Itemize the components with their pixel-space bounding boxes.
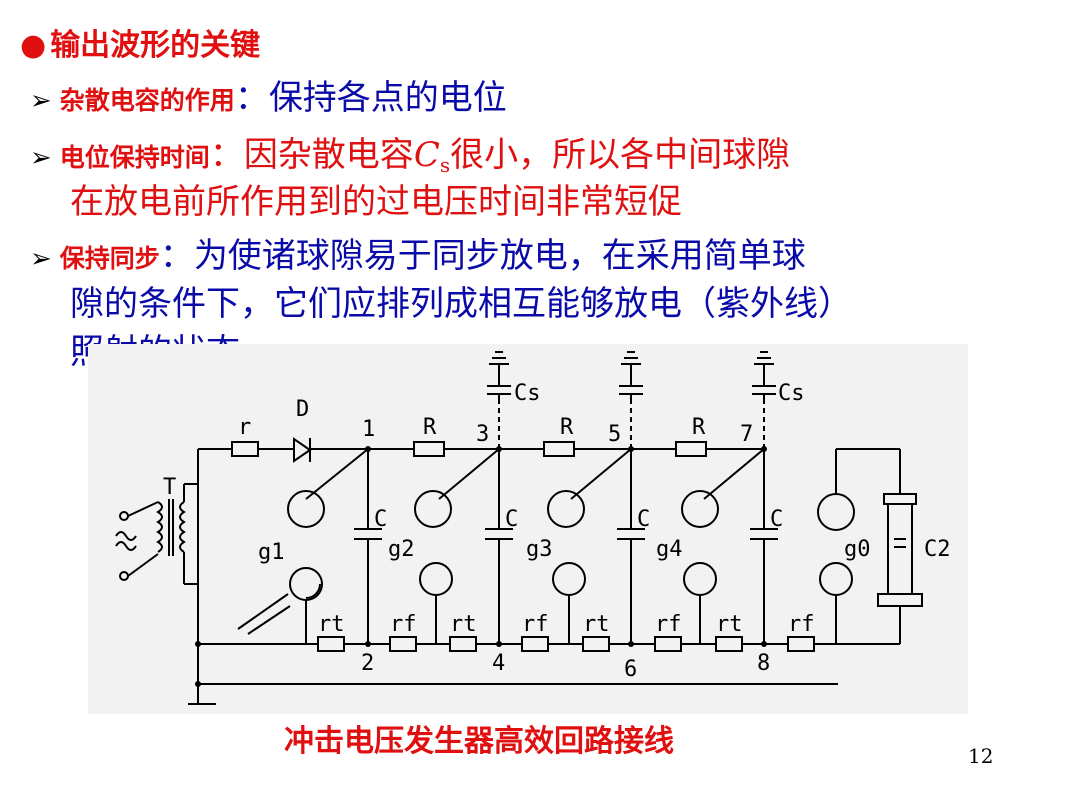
label-R3: R (692, 415, 706, 440)
label-rt-2: rt (450, 612, 477, 637)
label-r: r (238, 415, 251, 440)
label-Cs-1: Cs (514, 381, 541, 406)
label-rf-1: rf (390, 612, 417, 637)
label-g1: g1 (258, 540, 285, 565)
bullet-text-post: 很小，所以各中间球隙 (450, 135, 791, 175)
label-C2: C2 (924, 537, 951, 562)
label-node-4: 4 (492, 651, 505, 676)
label-rt-1: rt (318, 612, 345, 637)
arrow-bullet-icon: ➢ (30, 244, 52, 274)
red-bullet-icon: ● (20, 28, 47, 63)
label-D: D (296, 397, 309, 422)
label-node-3: 3 (476, 422, 489, 447)
bullet-text-pre: 因杂散电容 (243, 135, 414, 175)
cs-symbol: C (413, 135, 440, 175)
arrow-bullet-icon: ➢ (30, 143, 52, 173)
label-node-1: 1 (362, 417, 375, 442)
label-C4: C (770, 507, 783, 532)
bullet-continuation: 隙的条件下，它们应排列成相互能够放电（紫外线） (70, 284, 852, 324)
page-number: 12 (968, 744, 994, 768)
bullet-label: 电位保持时间 (59, 143, 210, 172)
label-R2: R (560, 415, 574, 440)
label-node-5: 5 (608, 422, 621, 447)
slide-heading: ●输出波形的关键 (20, 20, 260, 64)
bullet-text: 保持各点的电位 (268, 78, 507, 118)
figure-caption: 冲击电压发生器高效回路接线 (284, 724, 674, 759)
label-C2-stage: C (505, 507, 518, 532)
arrow-bullet-icon: ➢ (30, 86, 52, 116)
label-rf-2: rf (522, 612, 549, 637)
bullet-stray-capacitance: ➢杂散电容的作用：保持各点的电位 (30, 70, 507, 119)
bullet-label: 保持同步 (59, 244, 160, 273)
circuit-diagram: T r D 1 R 3 R 5 R 7 Cs Cs C C C C g1 g2 … (88, 344, 968, 714)
bullet-sync: ➢保持同步：为使诸球隙易于同步放电，在采用简单球 (30, 228, 806, 277)
bullet-hold-time: ➢电位保持时间：因杂散电容Cs很小，所以各中间球隙 (30, 127, 790, 177)
bullet-sep: ： (234, 78, 269, 118)
label-rf-3: rf (655, 612, 682, 637)
label-node-8: 8 (757, 651, 770, 676)
heading-text: 输出波形的关键 (50, 28, 261, 63)
label-rt-3: rt (583, 612, 610, 637)
label-C1: C (374, 507, 387, 532)
label-node-2: 2 (361, 651, 374, 676)
label-rf-4: rf (788, 612, 815, 637)
label-rt-4: rt (716, 612, 743, 637)
cs-subscript: s (439, 153, 451, 177)
label-R1: R (423, 415, 437, 440)
label-g3: g3 (526, 537, 553, 562)
bullet-sep: ： (159, 236, 194, 276)
bullet-continuation: 在放电前所作用到的过电压时间非常短促 (70, 182, 682, 222)
label-Cs-2: Cs (778, 381, 805, 406)
label-g2: g2 (388, 537, 415, 562)
label-g0: g0 (844, 537, 871, 562)
label-node-7: 7 (740, 422, 753, 447)
bullet-text: 为使诸球隙易于同步放电，在采用简单球 (193, 236, 806, 276)
label-node-6: 6 (624, 657, 637, 682)
label-T: T (163, 475, 176, 500)
bullet-label: 杂散电容的作用 (59, 86, 235, 115)
label-g4: g4 (656, 537, 683, 562)
label-C3: C (637, 507, 650, 532)
bullet-sep: ： (209, 135, 244, 175)
